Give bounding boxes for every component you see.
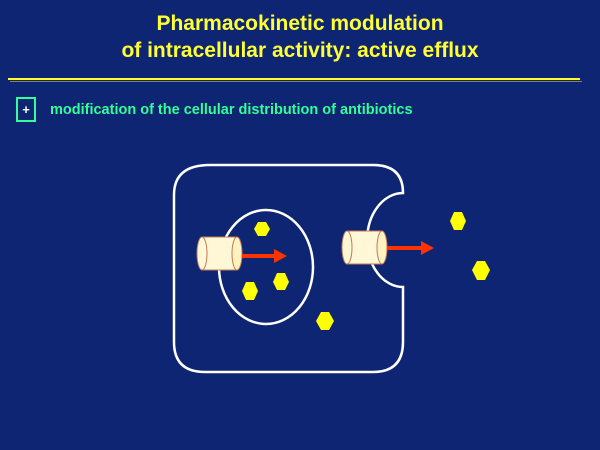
bullet-text: modification of the cellular distributio… <box>50 102 413 118</box>
efflux-arrow-icon <box>387 241 434 255</box>
cell-membrane-icon <box>172 163 405 374</box>
efflux-pump-icon <box>341 230 388 265</box>
title-line-1: Pharmacokinetic modulation <box>156 12 444 35</box>
antibiotic-molecule-icon <box>450 212 466 230</box>
antibiotic-molecule-icon <box>316 312 334 330</box>
antibiotic-molecule-icon <box>242 282 258 300</box>
efflux-pump-icon <box>196 236 243 271</box>
slide-title: Pharmacokinetic modulation of intracellu… <box>0 10 600 64</box>
antibiotic-molecule-icon <box>254 222 270 236</box>
antibiotic-molecule-icon <box>273 273 289 290</box>
title-line-2: of intracellular activity: active efflux <box>121 39 479 62</box>
bullet-plus-icon: + <box>16 97 36 122</box>
title-underline <box>8 78 580 80</box>
efflux-arrow-icon <box>242 249 287 263</box>
title-underline-shadow <box>10 81 582 82</box>
antibiotic-molecule-icon <box>472 261 490 280</box>
